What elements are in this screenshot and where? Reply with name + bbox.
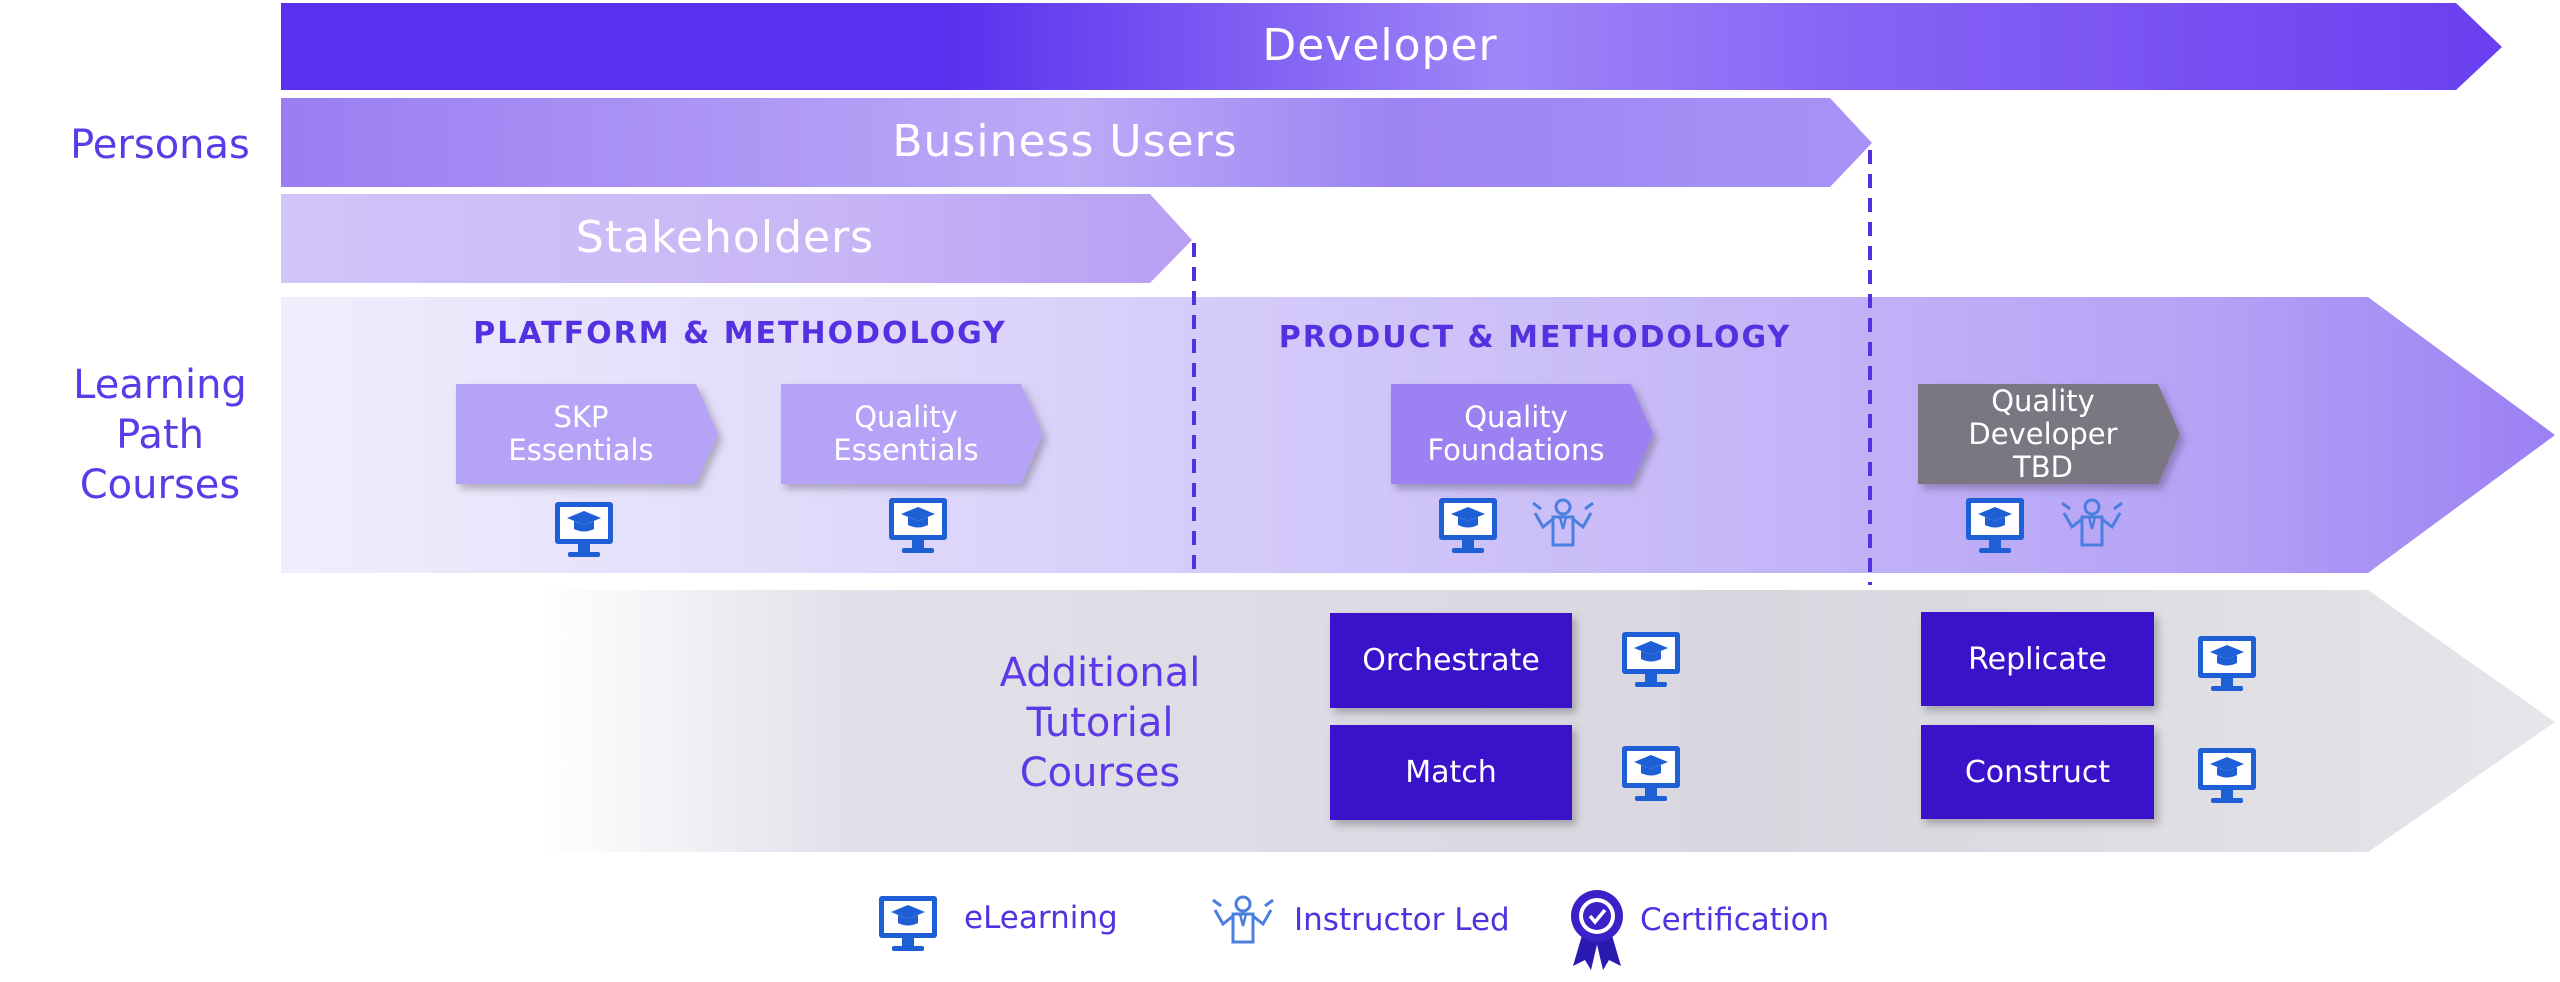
course-line: Quality — [1464, 400, 1568, 434]
course-line: SKP — [553, 400, 609, 434]
course-quality-foundations[interactable]: Quality Foundations — [1391, 384, 1641, 484]
course-line: Essentials — [833, 433, 979, 467]
stakeholders-label: Stakeholders — [575, 212, 875, 263]
business-users-band — [281, 98, 1872, 187]
product-methodology-title: PRODUCT & METHODOLOGY — [1278, 320, 1792, 355]
instructor-led-icon — [2060, 498, 2124, 547]
instructor-led-icon — [1531, 498, 1595, 547]
elearning-icon — [1622, 632, 1680, 687]
course-line: Quality — [854, 400, 958, 434]
learning-path-label-line2: Path — [116, 412, 204, 458]
elearning-icon — [555, 502, 613, 557]
course-quality-developer[interactable]: Quality Developer TBD — [1918, 384, 2168, 484]
elearning-icon — [889, 498, 947, 553]
additional-label-line2: Tutorial — [1026, 700, 1174, 746]
elearning-icon — [1622, 746, 1680, 801]
developer-label: Developer — [1262, 20, 1498, 71]
course-match[interactable]: Match — [1330, 725, 1572, 820]
course-line: TBD — [2013, 449, 2073, 484]
certification-icon — [1571, 890, 1623, 970]
legend-instructor-led-icon — [1211, 895, 1275, 944]
legend-instructor-led-label: Instructor Led — [1294, 902, 1510, 938]
developer-band — [281, 3, 2502, 90]
course-line: Essentials — [508, 433, 654, 467]
business-users-label: Business Users — [892, 116, 1238, 167]
elearning-icon — [1966, 498, 2024, 553]
personas-label: Personas — [70, 122, 250, 168]
course-line: Quality — [1991, 383, 2095, 418]
additional-label-line3: Courses — [1019, 750, 1181, 796]
learning-path-label-line3: Courses — [79, 462, 241, 508]
learning-path-label: Learning Path Courses — [40, 360, 280, 510]
course-orchestrate[interactable]: Orchestrate — [1330, 613, 1572, 708]
additional-label-line1: Additional — [999, 650, 1201, 696]
elearning-icon — [1439, 498, 1497, 553]
elearning-icon — [2198, 636, 2256, 691]
learning-path-label-line1: Learning — [73, 362, 247, 408]
legend-elearning-label: eLearning — [964, 900, 1118, 936]
chevron-skp-essentials — [456, 384, 718, 484]
course-construct[interactable]: Construct — [1921, 725, 2154, 819]
course-skp-essentials[interactable]: SKP Essentials — [456, 384, 706, 484]
stakeholders-band — [281, 194, 1192, 283]
legend-certification-label: Certification — [1640, 902, 1830, 938]
chevron-quality-developer — [1918, 384, 2180, 484]
course-replicate[interactable]: Replicate — [1921, 612, 2154, 706]
course-line: Foundations — [1427, 433, 1605, 467]
legend-elearning-icon — [879, 896, 937, 951]
course-line: Developer — [1968, 416, 2118, 451]
chevron-quality-foundations — [1391, 384, 1653, 484]
additional-tutorial-label: Additional Tutorial Courses — [960, 648, 1240, 798]
elearning-icon — [2198, 748, 2256, 803]
chevron-quality-essentials — [781, 384, 1043, 484]
platform-methodology-title: PLATFORM & METHODOLOGY — [473, 316, 1007, 351]
course-quality-essentials[interactable]: Quality Essentials — [781, 384, 1031, 484]
